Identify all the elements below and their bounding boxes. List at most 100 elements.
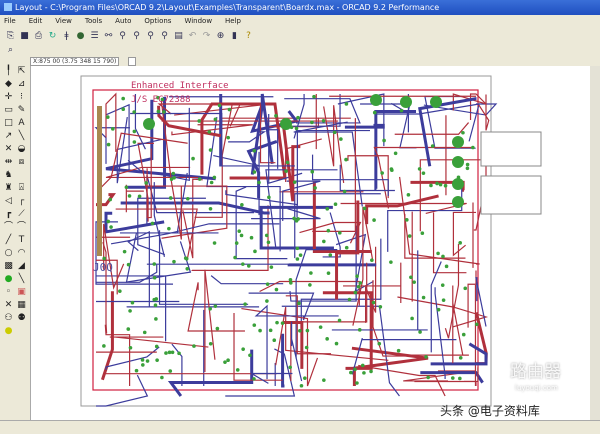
polygon-icon[interactable]: ◢ [18, 261, 25, 271]
corner-icon[interactable]: ┌ [18, 196, 25, 206]
undo-icon[interactable]: ↶ [188, 30, 197, 41]
menu-window[interactable]: Window [184, 17, 213, 25]
help-icon[interactable]: ? [246, 30, 251, 41]
ungroup-icon[interactable]: ⚉ [17, 313, 26, 323]
dot-icon[interactable]: ◦ [5, 287, 12, 297]
pad-large [370, 94, 382, 106]
menu-auto[interactable]: Auto [115, 17, 132, 25]
pad [305, 328, 310, 333]
print-icon[interactable]: ⎙ [34, 30, 43, 41]
angle-icon[interactable]: ┏ [5, 209, 12, 219]
trace [233, 313, 283, 381]
pad [358, 281, 363, 285]
delete-icon[interactable]: ✕ [4, 144, 13, 154]
save-icon[interactable]: ■ [20, 30, 29, 41]
trace [275, 306, 389, 366]
trace [200, 102, 233, 175]
pad [252, 148, 257, 153]
coordinate-tab[interactable]: X:875 00 (3.75 348 15 790) [30, 57, 120, 66]
green-dot-icon[interactable]: ● [4, 274, 13, 284]
select-icon[interactable]: ╿ [5, 66, 12, 76]
netlist-icon[interactable]: ⚯ [104, 30, 113, 41]
pin-icon[interactable]: ⇱ [17, 66, 26, 76]
component-tool-icon[interactable]: ▭ [4, 105, 13, 115]
pad [185, 196, 190, 201]
trace [210, 275, 284, 285]
pad [168, 369, 173, 373]
cross-icon[interactable]: ✕ [4, 300, 13, 310]
zoom-previous-icon[interactable]: ⚲ [161, 30, 168, 41]
pad [409, 275, 413, 280]
pad [257, 180, 261, 185]
component-icon[interactable]: ● [76, 30, 85, 41]
move-icon[interactable]: ✛ [4, 92, 13, 102]
zoom-all-icon[interactable]: ⚲ [147, 30, 154, 41]
trace [281, 333, 285, 388]
arc-left-icon[interactable]: ⌒ [3, 222, 13, 232]
pcb-board[interactable]: Enhanced Interface J/S EC72388 J0Q [31, 66, 591, 420]
measure-icon[interactable]: ⊿ [17, 79, 26, 89]
route-icon[interactable]: ↗ [4, 131, 13, 141]
lock-icon[interactable]: ⍓ [18, 183, 25, 193]
text-icon[interactable]: T [18, 235, 25, 245]
refresh-icon[interactable]: ↻ [48, 30, 57, 41]
lens-icon[interactable]: ◒ [17, 144, 26, 154]
open-icon[interactable]: ⎘ [6, 30, 15, 41]
menu-options[interactable]: Options [144, 17, 172, 25]
shove-icon[interactable]: ⇹ [4, 157, 13, 167]
curve-icon[interactable]: ╲ [18, 274, 25, 284]
fanout-icon[interactable]: ♜ [4, 183, 13, 193]
highlight-icon[interactable]: ● [4, 326, 13, 336]
fill-icon[interactable]: ▩ [4, 261, 13, 271]
drc-icon[interactable]: ♞ [4, 170, 13, 180]
pad [241, 347, 245, 351]
pad [298, 329, 302, 333]
zoom-in-icon[interactable]: ⚲ [119, 30, 126, 41]
redo-icon[interactable]: ↷ [202, 30, 211, 41]
pad [185, 266, 190, 271]
arc-right-icon[interactable]: ⌒ [16, 222, 26, 232]
pad [458, 356, 463, 360]
menu-tools[interactable]: Tools [84, 17, 103, 25]
trace [281, 305, 400, 397]
group-icon[interactable]: ⚇ [4, 313, 13, 323]
pad [285, 160, 290, 165]
trace [119, 172, 219, 234]
menu-edit[interactable]: Edit [28, 17, 43, 25]
probe-icon[interactable]: ǂ [64, 30, 69, 41]
pen-icon[interactable]: ✎ [17, 105, 26, 115]
zoom-window-icon[interactable]: ▤ [174, 30, 183, 41]
arc-icon[interactable]: ◠ [17, 248, 26, 258]
pad [274, 287, 279, 292]
mirror-icon[interactable]: ◁ [5, 196, 12, 206]
pad-icon[interactable]: ⁝ [20, 92, 23, 102]
text-tool-icon[interactable]: A [18, 118, 25, 128]
menu-file[interactable]: File [4, 17, 16, 25]
line-icon[interactable]: ╲ [18, 131, 25, 141]
trace [469, 93, 487, 121]
spreadsheet-icon[interactable]: ☰ [90, 30, 99, 41]
query-icon[interactable]: ⌕ [7, 45, 14, 55]
tab-small[interactable] [128, 57, 136, 66]
circle-icon[interactable]: ○ [4, 248, 13, 258]
pad [130, 300, 135, 305]
draw-line-icon[interactable]: ╱ [5, 235, 12, 245]
grid-icon[interactable]: ▦ [17, 300, 26, 310]
via-icon[interactable]: ⧈ [18, 157, 25, 167]
pad [424, 355, 428, 359]
rectangle-icon[interactable]: □ [4, 118, 13, 128]
globe-icon[interactable]: ⊕ [216, 30, 225, 41]
pcb-canvas[interactable]: Enhanced Interface J/S EC72388 J0Q [30, 66, 590, 420]
eraser-icon[interactable]: ◆ [5, 79, 12, 89]
pad [313, 186, 317, 190]
menu-view[interactable]: View [55, 17, 72, 25]
diagonal-icon[interactable]: ⟋ [18, 209, 25, 219]
part-icon[interactable]: ▣ [17, 287, 26, 297]
trace [103, 223, 125, 290]
pad [213, 117, 218, 122]
zoom-out-icon[interactable]: ⚲ [133, 30, 140, 41]
vertical-scrollbar[interactable] [590, 66, 600, 420]
trace [104, 324, 131, 386]
menu-help[interactable]: Help [225, 17, 242, 25]
layer-icon[interactable]: ▮ [232, 30, 237, 41]
